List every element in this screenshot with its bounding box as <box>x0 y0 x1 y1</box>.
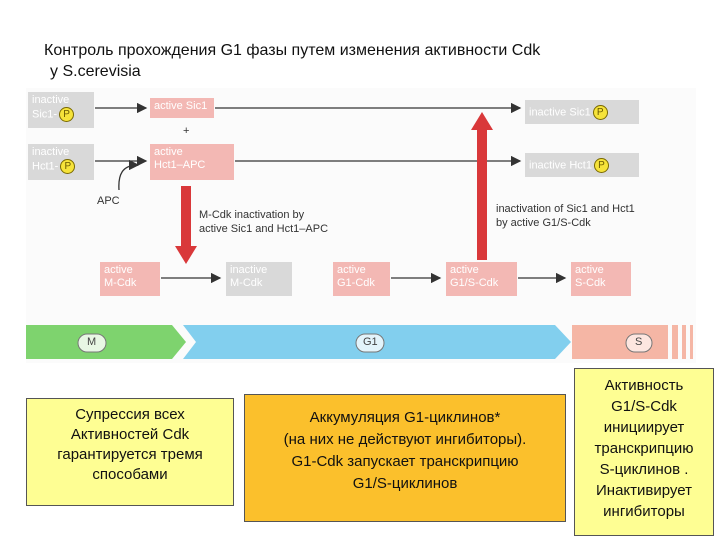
middle-note-line2: (на них не действуют ингибиторы). <box>283 431 527 448</box>
phase-m-marker <box>77 333 107 353</box>
note-box-left: Супрессия всех Активностей Cdk гарантиру… <box>26 398 234 506</box>
arrow-apc <box>118 159 140 191</box>
active-scdk-line1: active <box>575 264 604 276</box>
inactive-mcdk-line2: M-Cdk <box>230 277 263 289</box>
active-hct1-apc-box: active Hct1–APC <box>150 144 234 180</box>
right-note-line4: транскрипцию <box>594 440 694 457</box>
inactive-hct1-left-line2: Hct1- <box>32 160 59 173</box>
note-box-middle: Аккумуляция G1-циклинов* (на них не дейс… <box>244 394 566 522</box>
inact-note-line1: inactivation of Sic1 and Hct1 <box>496 203 635 215</box>
mcdk-note-line2: active Sic1 and Hct1–APC <box>199 223 329 235</box>
phase-g1-label: G1 <box>363 336 378 348</box>
active-hct1-apc-line2: Hct1–APC <box>154 159 206 171</box>
active-mcdk-line1: active <box>104 264 133 276</box>
right-note-line5: S-циклинов . <box>599 461 689 478</box>
slide-title: Контроль прохождения G1 фазы путем измен… <box>44 40 540 82</box>
middle-note-line3: G1-Cdk запускает транскрипцию <box>291 453 519 470</box>
right-note-line7: ингибиторы <box>603 503 685 520</box>
left-note-line1: Супрессия всех <box>75 406 185 423</box>
phase-s-label: S <box>635 336 643 348</box>
inact-note-line2: by active G1/S-Cdk <box>496 217 591 229</box>
phosphate-icon: P <box>59 107 75 122</box>
middle-note-line4: G1/S-циклинов <box>352 475 458 492</box>
inactive-sic1-left-line1: inactive <box>32 94 70 106</box>
active-g1scdk-line1: active <box>450 264 479 276</box>
diagram-panel <box>26 88 696 363</box>
note-box-right: Активность G1/S-Cdk инициирует транскрип… <box>574 368 714 536</box>
active-scdk-line2: S-Cdk <box>575 277 606 289</box>
inactive-sic1-left-box: inactive Sic1-P <box>28 92 94 128</box>
red-arrow-up <box>471 112 493 260</box>
active-hct1-apc-line1: active <box>154 146 183 158</box>
phosphate-icon: P <box>593 158 609 173</box>
active-g1cdk-box: active G1-Cdk <box>333 262 390 296</box>
mcdk-inactivation-note: M-Cdk inactivation by active Sic1 and Hc… <box>199 208 328 236</box>
inactive-sic1-right-label: inactive Sic1 <box>529 106 591 119</box>
right-note-line1: Активность <box>604 377 684 394</box>
active-scdk-box: active S-Cdk <box>571 262 631 296</box>
active-mcdk-line2: M-Cdk <box>104 277 137 289</box>
plus-sign: + <box>183 125 190 137</box>
phase-s-marker <box>625 333 653 353</box>
phase-m-label: M <box>87 336 97 348</box>
apc-label: APC <box>97 195 120 207</box>
phosphate-icon: P <box>592 105 608 120</box>
active-sic1-label: active Sic1 <box>154 100 208 112</box>
inactive-hct1-right-label: inactive Hct1 <box>529 159 592 172</box>
middle-note-line1: Аккумуляция G1-циклинов* <box>309 409 501 426</box>
inactive-hct1-left-box: inactive Hct1-P <box>28 144 94 180</box>
right-note-line6: Инактивирует <box>596 482 692 499</box>
active-g1cdk-line1: active <box>337 264 366 276</box>
active-g1scdk-line2: G1/S-Cdk <box>450 277 499 289</box>
inactivation-note: inactivation of Sic1 and Hct1 by active … <box>496 202 635 230</box>
phase-g1-marker <box>355 333 385 353</box>
left-note-line3: гарантируется тремя <box>57 446 203 463</box>
left-note-line2: Активностей Cdk <box>70 426 190 443</box>
active-g1cdk-line2: G1-Cdk <box>337 277 375 289</box>
inactive-hct1-left-line1: inactive <box>32 146 70 158</box>
right-note-line2: G1/S-Cdk <box>611 398 677 415</box>
active-g1scdk-box: active G1/S-Cdk <box>446 262 517 296</box>
phosphate-icon: P <box>60 159 76 174</box>
inactive-mcdk-box: inactive M-Cdk <box>226 262 292 296</box>
title-line-2: у S.cerevisia <box>50 63 141 80</box>
red-arrow-down <box>175 186 197 264</box>
inactive-sic1-left-line2: Sic1- <box>32 108 58 121</box>
mcdk-note-line1: M-Cdk inactivation by <box>199 209 305 221</box>
active-mcdk-box: active M-Cdk <box>100 262 160 296</box>
right-note-line3: инициирует <box>603 419 685 436</box>
inactive-mcdk-line1: inactive <box>230 264 268 276</box>
active-sic1-box: active Sic1 <box>150 98 214 118</box>
title-line-1: Контроль прохождения G1 фазы путем измен… <box>44 42 541 59</box>
left-note-line4: способами <box>92 466 168 483</box>
